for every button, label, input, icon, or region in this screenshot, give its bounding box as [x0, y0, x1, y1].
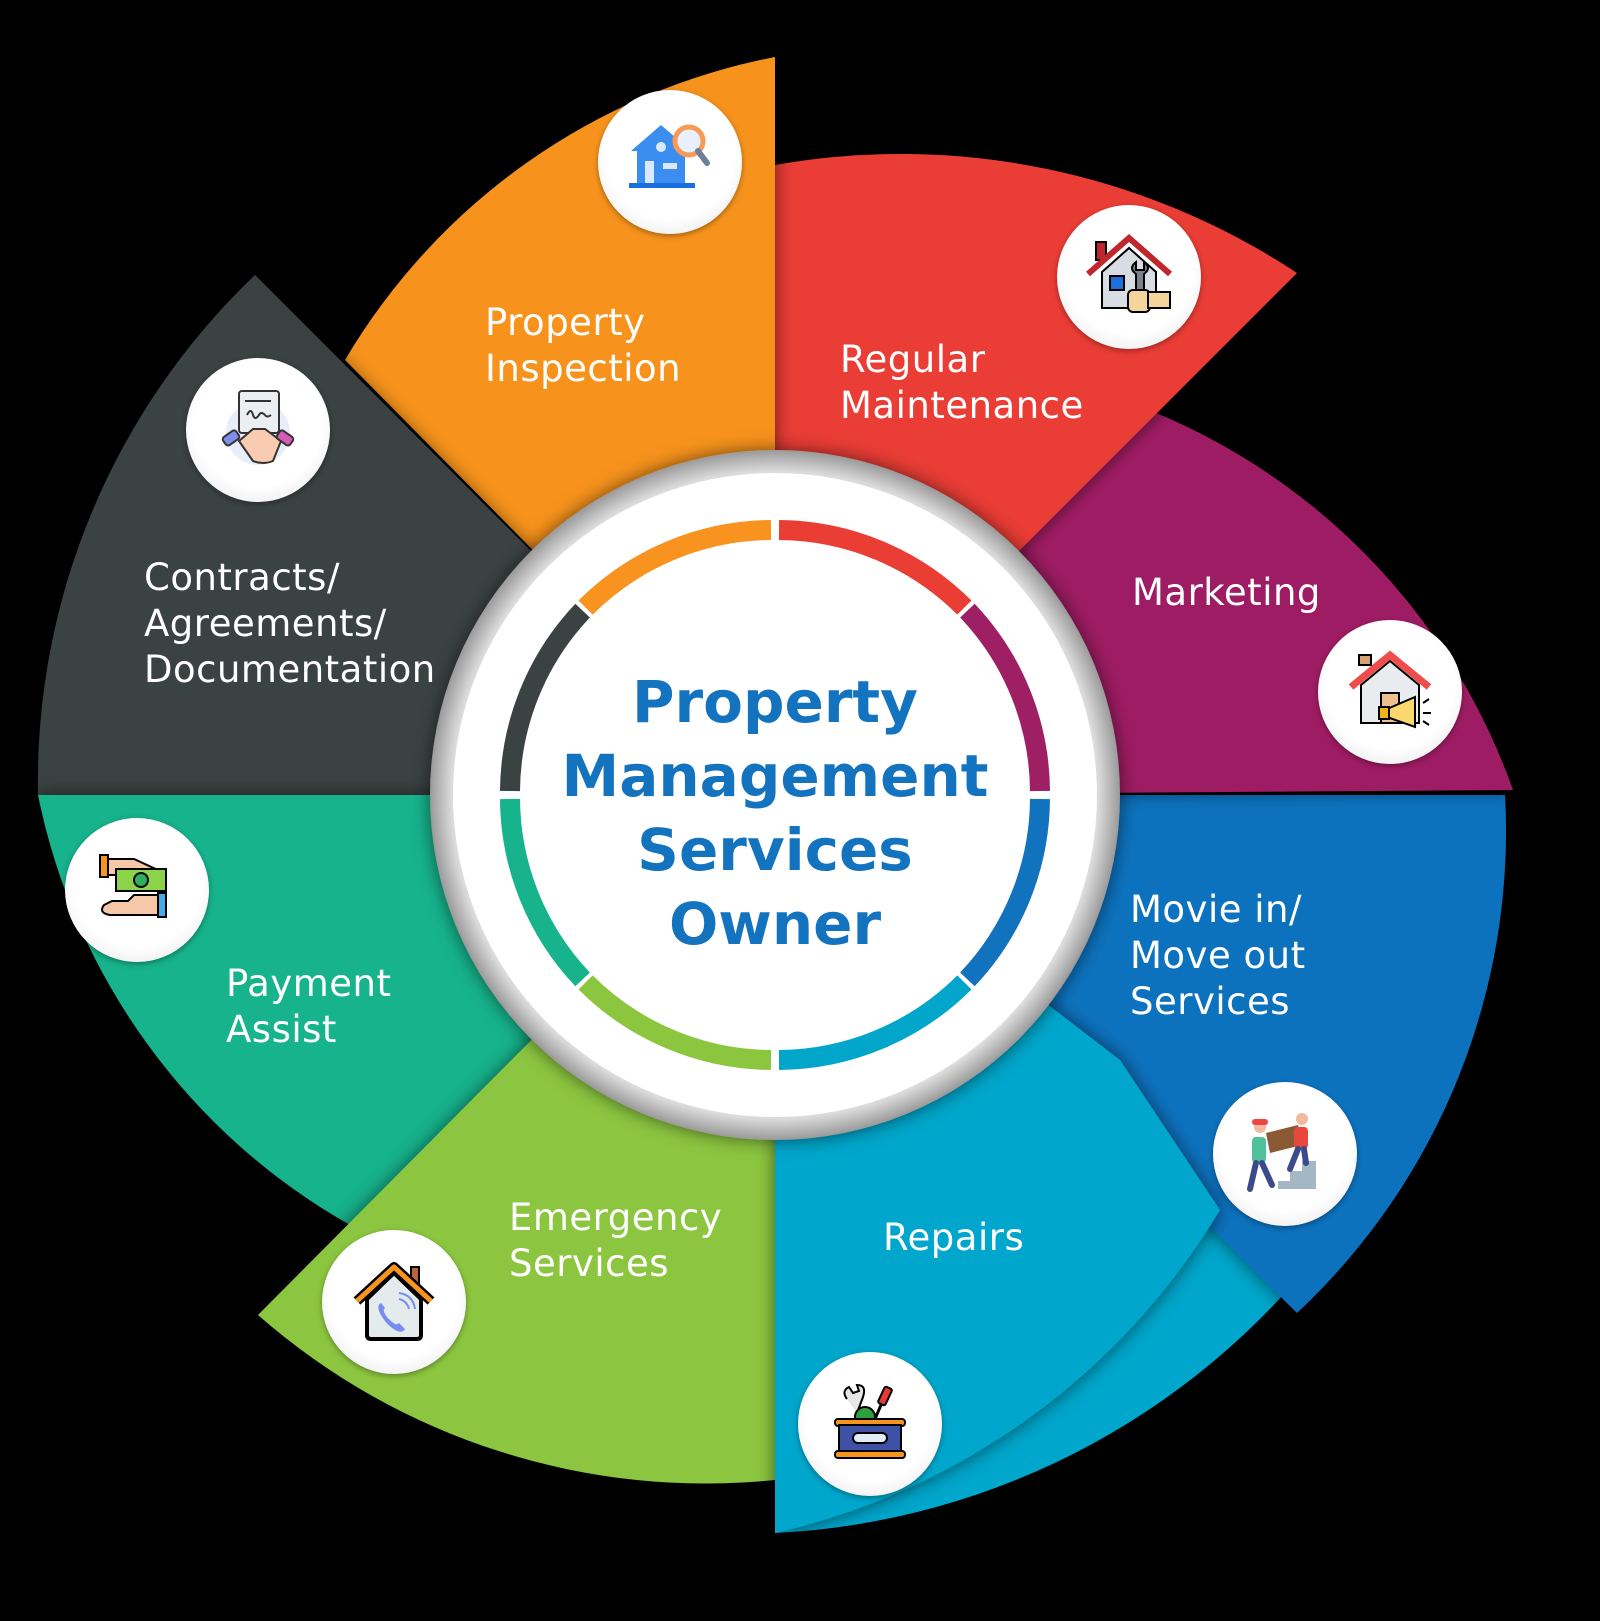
- label-line: Regular: [840, 338, 986, 381]
- badge-move-in-move-out: [1213, 1082, 1357, 1226]
- label-line: Services: [1130, 980, 1291, 1023]
- label-marketing: Marketing: [1132, 570, 1321, 616]
- label-line: Agreements/: [144, 602, 387, 645]
- center-title-line: Services: [637, 816, 913, 884]
- label-line: Marketing: [1132, 571, 1321, 614]
- label-line: Movie in/: [1130, 888, 1302, 931]
- label-move-in-move-out: Movie in/ Move out Services: [1130, 887, 1306, 1025]
- money-hands-icon: [99, 854, 167, 918]
- badge-marketing: [1318, 620, 1462, 764]
- house-wrench-icon: [1086, 234, 1172, 313]
- label-regular-maintenance: Regular Maintenance: [840, 337, 1084, 429]
- label-payment-assist: Payment Assist: [226, 961, 391, 1053]
- label-line: Payment: [226, 962, 392, 1005]
- badge-regular-maintenance: [1057, 205, 1201, 349]
- label-line: Services: [509, 1242, 670, 1285]
- label-line: Repairs: [883, 1216, 1025, 1259]
- label-line: Maintenance: [840, 384, 1084, 427]
- label-line: Inspection: [485, 347, 682, 390]
- center-title-line: Property: [632, 668, 918, 736]
- center-title-line: Management: [561, 742, 989, 810]
- house-megaphone-icon: [1348, 650, 1432, 729]
- center-disc: [453, 473, 1097, 1117]
- label-property-inspection: Property Inspection: [485, 300, 681, 392]
- label-line: Move out: [1130, 934, 1306, 977]
- badge-emergency-services: [322, 1230, 466, 1374]
- badge-payment-assist: [65, 818, 209, 962]
- label-line: Contracts/: [144, 556, 340, 599]
- movers-stairs-icon: [1247, 1113, 1316, 1192]
- label-contracts: Contracts/ Agreements/ Documentation: [144, 555, 436, 693]
- label-line: Documentation: [144, 648, 436, 691]
- badge-repairs: [798, 1352, 942, 1496]
- label-emergency-services: Emergency Services: [509, 1195, 722, 1287]
- inner-color-ring: [500, 520, 1050, 1070]
- toolbox-icon: [834, 1383, 906, 1459]
- handshake-contract-icon: [221, 390, 295, 465]
- label-repairs: Repairs: [883, 1215, 1024, 1261]
- center-title-line: Owner: [668, 890, 882, 958]
- label-line: Property: [485, 301, 646, 344]
- house-search-icon: [629, 124, 710, 188]
- house-phone-icon: [353, 1262, 435, 1341]
- center-title: Property Management Services Owner: [540, 665, 1010, 961]
- badge-property-inspection: [598, 90, 742, 234]
- label-line: Emergency: [509, 1196, 723, 1239]
- badge-contracts: [186, 358, 330, 502]
- label-line: Assist: [226, 1008, 337, 1051]
